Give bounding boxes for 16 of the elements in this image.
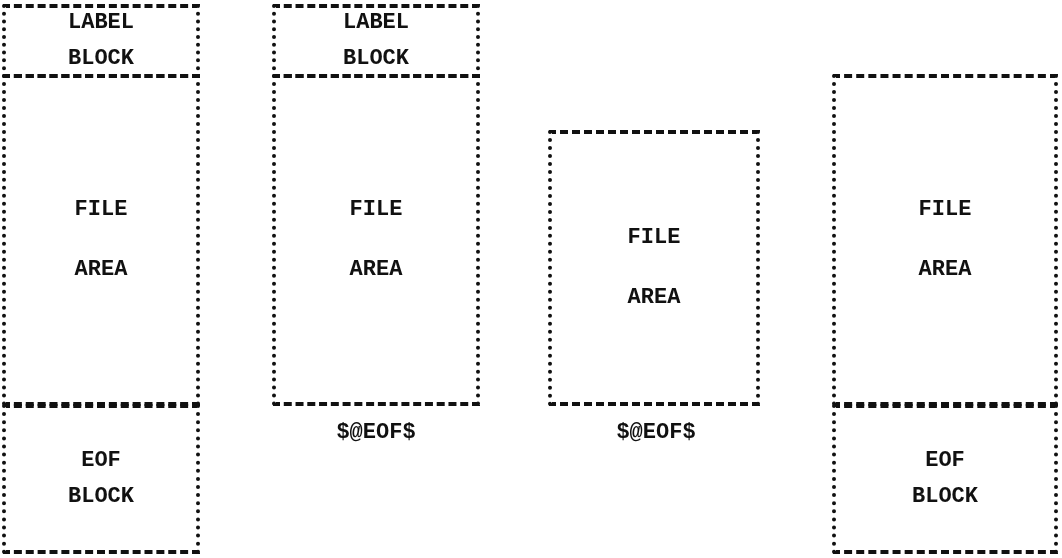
- block-box: [2, 404, 200, 554]
- block-label: LABEL BLOCK: [67, 9, 135, 73]
- block-label: EOF BLOCK: [911, 447, 979, 511]
- block-box: [832, 74, 1058, 406]
- eof-marker-text: $@EOF$: [615, 420, 697, 445]
- block-label: EOF BLOCK: [67, 447, 135, 511]
- block-box: [548, 130, 760, 406]
- block-label: FILE AREA: [73, 196, 129, 284]
- block-label: FILE AREA: [917, 196, 973, 284]
- block-label: FILE AREA: [626, 224, 682, 312]
- block-label: LABEL BLOCK: [342, 9, 410, 73]
- block-box: [2, 74, 200, 406]
- block-box: [272, 74, 480, 406]
- eof-marker-text: $@EOF$: [335, 420, 417, 445]
- block-box: [832, 404, 1058, 554]
- block-label: FILE AREA: [348, 196, 404, 284]
